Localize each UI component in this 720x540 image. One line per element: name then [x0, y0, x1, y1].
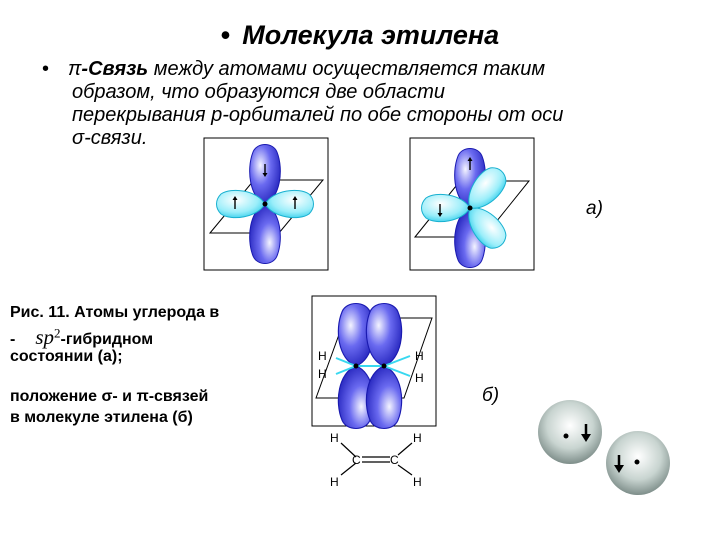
caption-line-4: положение σ- и π-связей — [10, 388, 208, 406]
ethylene-structural-formula: H H C C H H — [330, 431, 422, 489]
svg-text:H: H — [413, 431, 422, 445]
svg-text:H: H — [318, 349, 327, 363]
caption-sigma: σ — [101, 388, 113, 405]
paragraph-line-4: σ-связи. — [72, 127, 147, 150]
caption-line-1: Рис. 11. Атомы углерода в — [10, 304, 220, 321]
paragraph-bullet: • — [42, 58, 50, 80]
caption-pi: π — [136, 388, 149, 405]
slide-title: • Молекула этилена — [0, 20, 720, 51]
svg-text:C: C — [352, 453, 361, 467]
paragraph-line-1: π-Связь между атомами осуществляется так… — [68, 58, 545, 81]
sp-superscript: 2 — [54, 325, 61, 341]
sigma-symbol: σ — [72, 127, 85, 149]
title-bullet: • — [220, 20, 231, 50]
carbon-atom-frame-a — [203, 137, 329, 271]
svg-text:H: H — [330, 475, 339, 489]
caption-line-4-c: -связей — [148, 388, 209, 405]
pi-symbol: π — [68, 58, 82, 80]
svg-text:H: H — [415, 371, 424, 385]
caption-line-4-b: - и — [112, 388, 137, 405]
svg-text:H: H — [318, 367, 327, 381]
paragraph-line-3: перекрывания р-орбиталей по обе стороны … — [72, 104, 564, 126]
carbon-atom-frame-b — [409, 137, 535, 271]
frame-c-hydrogen-labels: H H H H — [318, 349, 424, 385]
sigma-bonds — [335, 355, 411, 377]
caption-line-3: состоянии (а); — [10, 348, 123, 365]
sp2-carbon-orbitals-a — [216, 144, 314, 264]
electron-sphere-2 — [606, 431, 670, 495]
svg-text:H: H — [415, 349, 424, 363]
caption-line-5: в молекуле этилена (б) — [10, 409, 193, 426]
caption-dash: - — [10, 331, 16, 348]
electron-sphere-1 — [538, 400, 602, 464]
paragraph-line-2: образом, что образуются две области — [72, 81, 446, 103]
svg-text:H: H — [413, 475, 422, 489]
paragraph-line-4-rest: -связи. — [84, 127, 148, 149]
sp-term: sp — [35, 325, 55, 349]
svg-text:H: H — [330, 431, 339, 445]
svg-text:C: C — [390, 453, 399, 467]
title-text: Молекула этилена — [242, 20, 500, 50]
paragraph-line-1-rest: между атомами осуществляется таким — [148, 58, 546, 80]
pi-bond-term: -Связь — [81, 58, 149, 80]
caption-hybrid: -гибридном — [60, 331, 154, 348]
label-a: а) — [586, 198, 603, 219]
caption-line-2: - sp2-гибридном — [10, 325, 153, 350]
sp2-carbon-orbitals-b — [421, 148, 513, 268]
ethylene-orbital-overlap — [311, 295, 437, 430]
caption-line-4-a: положение — [10, 388, 102, 405]
label-b: б) — [482, 385, 500, 406]
